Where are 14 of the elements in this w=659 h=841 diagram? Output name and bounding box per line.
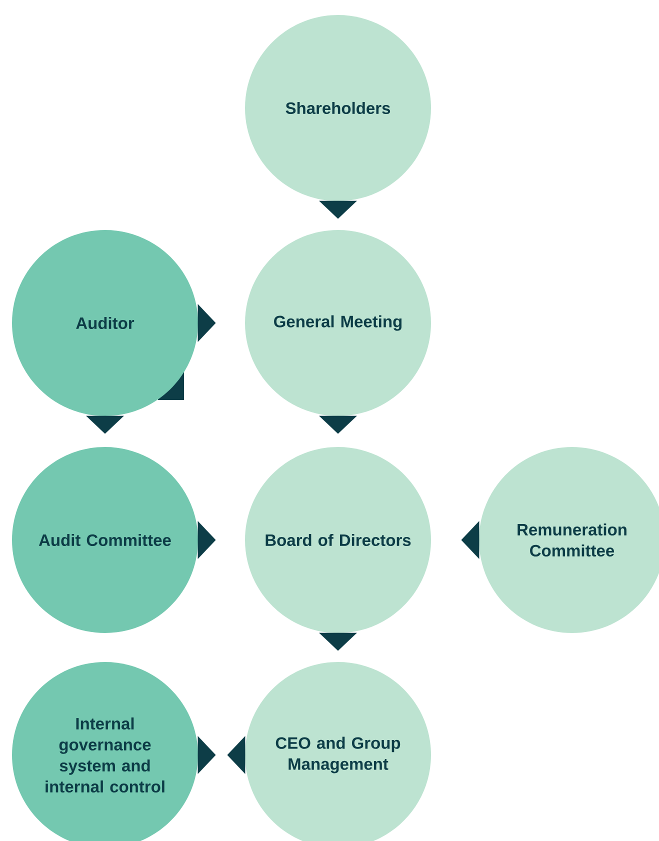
arrow bbox=[198, 304, 216, 342]
circle-node: Shareholders bbox=[245, 15, 431, 201]
arrow bbox=[319, 416, 357, 434]
arrow bbox=[319, 200, 357, 219]
circle-node: General Meeting bbox=[245, 230, 431, 416]
arrow bbox=[86, 416, 124, 434]
circle-node: Board of Directors bbox=[245, 447, 431, 633]
circle-node: Audit Committee bbox=[12, 447, 198, 633]
circle-node: Auditor bbox=[12, 230, 198, 416]
arrow bbox=[198, 521, 216, 559]
arrow bbox=[461, 521, 480, 559]
arrow bbox=[319, 632, 357, 651]
arrow bbox=[227, 736, 246, 774]
arrow bbox=[198, 736, 216, 774]
